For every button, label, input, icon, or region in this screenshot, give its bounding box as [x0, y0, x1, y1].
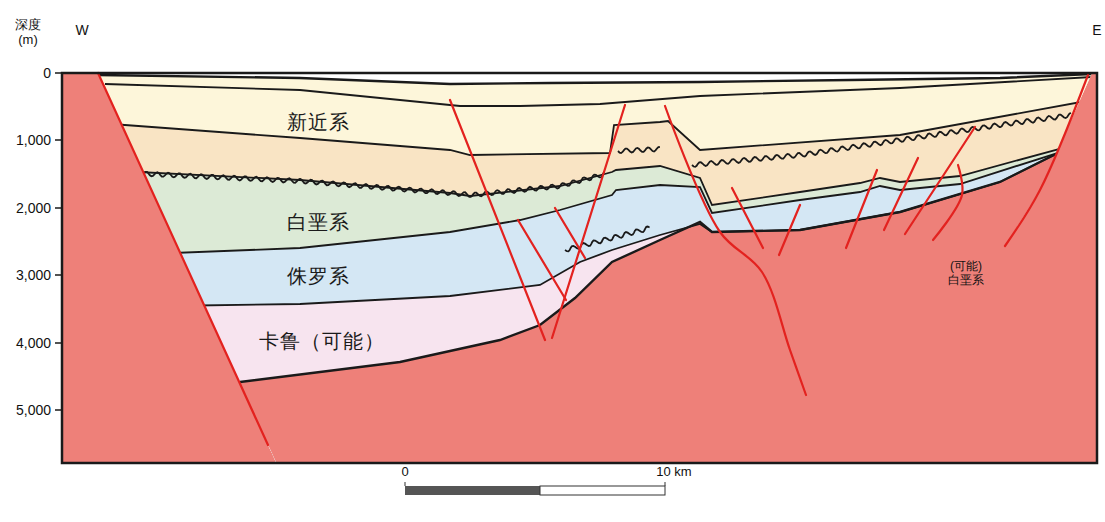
- depth-tick: 3,000: [16, 267, 51, 283]
- jurassic-layer: 侏罗系: [283, 261, 354, 292]
- direction-label: E: [1092, 22, 1101, 38]
- depth-tick: 2,000: [16, 200, 51, 216]
- depth-tick: 5,000: [16, 402, 51, 418]
- layer-name: 新近系: [287, 110, 350, 134]
- faults: [98, 73, 1088, 445]
- axis-title: 深度 (m): [15, 18, 41, 48]
- direction-label: W: [75, 22, 88, 38]
- layer-name: 侏罗系: [287, 264, 350, 288]
- depth-ticks: [55, 73, 665, 486]
- scale-bar: [405, 486, 665, 495]
- layer-name: 卡鲁（可能）: [259, 329, 385, 353]
- layer-name: 白垩系: [287, 210, 350, 234]
- strata: [60, 70, 1105, 470]
- karoo-layer: 卡鲁（可能）: [255, 326, 389, 357]
- neogene-layer: 新近系: [283, 107, 354, 138]
- depth-tick: 4,000: [16, 335, 51, 351]
- scale-label: 0: [401, 465, 408, 480]
- frame: [62, 73, 1097, 463]
- depth-tick: 1,000: [16, 132, 51, 148]
- depth-tick: 0: [43, 65, 51, 81]
- cretaceous-layer: 白垩系: [283, 207, 354, 238]
- strata-note: (可能) 白垩系: [948, 260, 984, 288]
- scale-label: 10 km: [656, 465, 691, 480]
